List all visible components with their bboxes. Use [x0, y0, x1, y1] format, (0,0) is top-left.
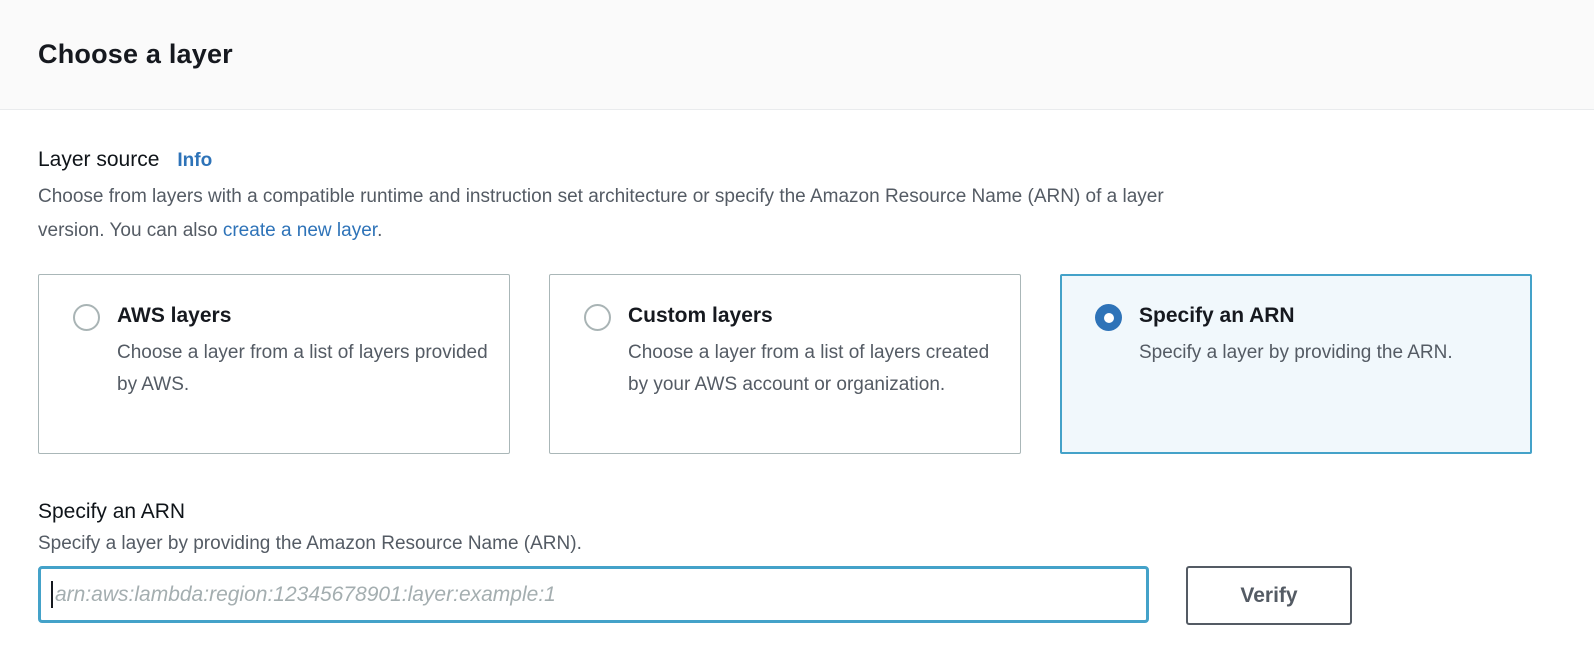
option-description: Specify a layer by providing the ARN. — [1139, 342, 1453, 363]
arn-input-wrap — [38, 566, 1149, 623]
specify-arn-section: Specify an ARN Specify a layer by provid… — [38, 500, 1532, 625]
arn-input-row: Verify — [38, 566, 1532, 625]
card-body: Specify an ARN Specify a layer by provid… — [1139, 301, 1453, 369]
layer-source-options: AWS layers Choose a layer from a list of… — [38, 274, 1532, 454]
option-card-specify-arn[interactable]: Specify an ARN Specify a layer by provid… — [1060, 274, 1532, 454]
option-description: Choose a layer from a list of layers cre… — [628, 342, 990, 395]
radio-specify-arn[interactable] — [1095, 304, 1122, 331]
option-card-aws-layers[interactable]: AWS layers Choose a layer from a list of… — [38, 274, 510, 454]
create-new-layer-link[interactable]: create a new layer — [222, 220, 378, 241]
info-link[interactable]: Info — [177, 150, 213, 171]
card-body: AWS layers Choose a layer from a list of… — [117, 301, 489, 401]
description-line2-prefix: version. You can also — [38, 220, 223, 241]
description-line1: Choose from layers with a compatible run… — [38, 186, 1164, 207]
text-caret — [51, 581, 53, 608]
radio-aws-layers[interactable] — [73, 304, 100, 331]
choose-layer-panel: Layer source Info Choose from layers wit… — [0, 110, 1594, 625]
radio-custom-layers[interactable] — [584, 304, 611, 331]
option-card-custom-layers[interactable]: Custom layers Choose a layer from a list… — [549, 274, 1021, 454]
specify-arn-description: Specify a layer by providing the Amazon … — [38, 533, 582, 554]
option-description: Choose a layer from a list of layers pro… — [117, 342, 488, 395]
specify-arn-label: Specify an ARN — [38, 500, 186, 523]
page-title: Choose a layer — [38, 39, 233, 69]
arn-input[interactable] — [38, 566, 1149, 623]
description-line2-suffix: . — [377, 220, 383, 241]
option-title: AWS layers — [117, 304, 232, 327]
layer-source-description: Choose from layers with a compatible run… — [38, 180, 1532, 248]
option-title: Specify an ARN — [1139, 304, 1295, 327]
layer-source-label: Layer source — [38, 148, 160, 171]
layer-source-label-row: Layer source Info — [38, 148, 1532, 172]
verify-button[interactable]: Verify — [1186, 566, 1352, 625]
option-title: Custom layers — [628, 304, 773, 327]
card-body: Custom layers Choose a layer from a list… — [628, 301, 1000, 401]
panel-header: Choose a layer — [0, 0, 1594, 110]
